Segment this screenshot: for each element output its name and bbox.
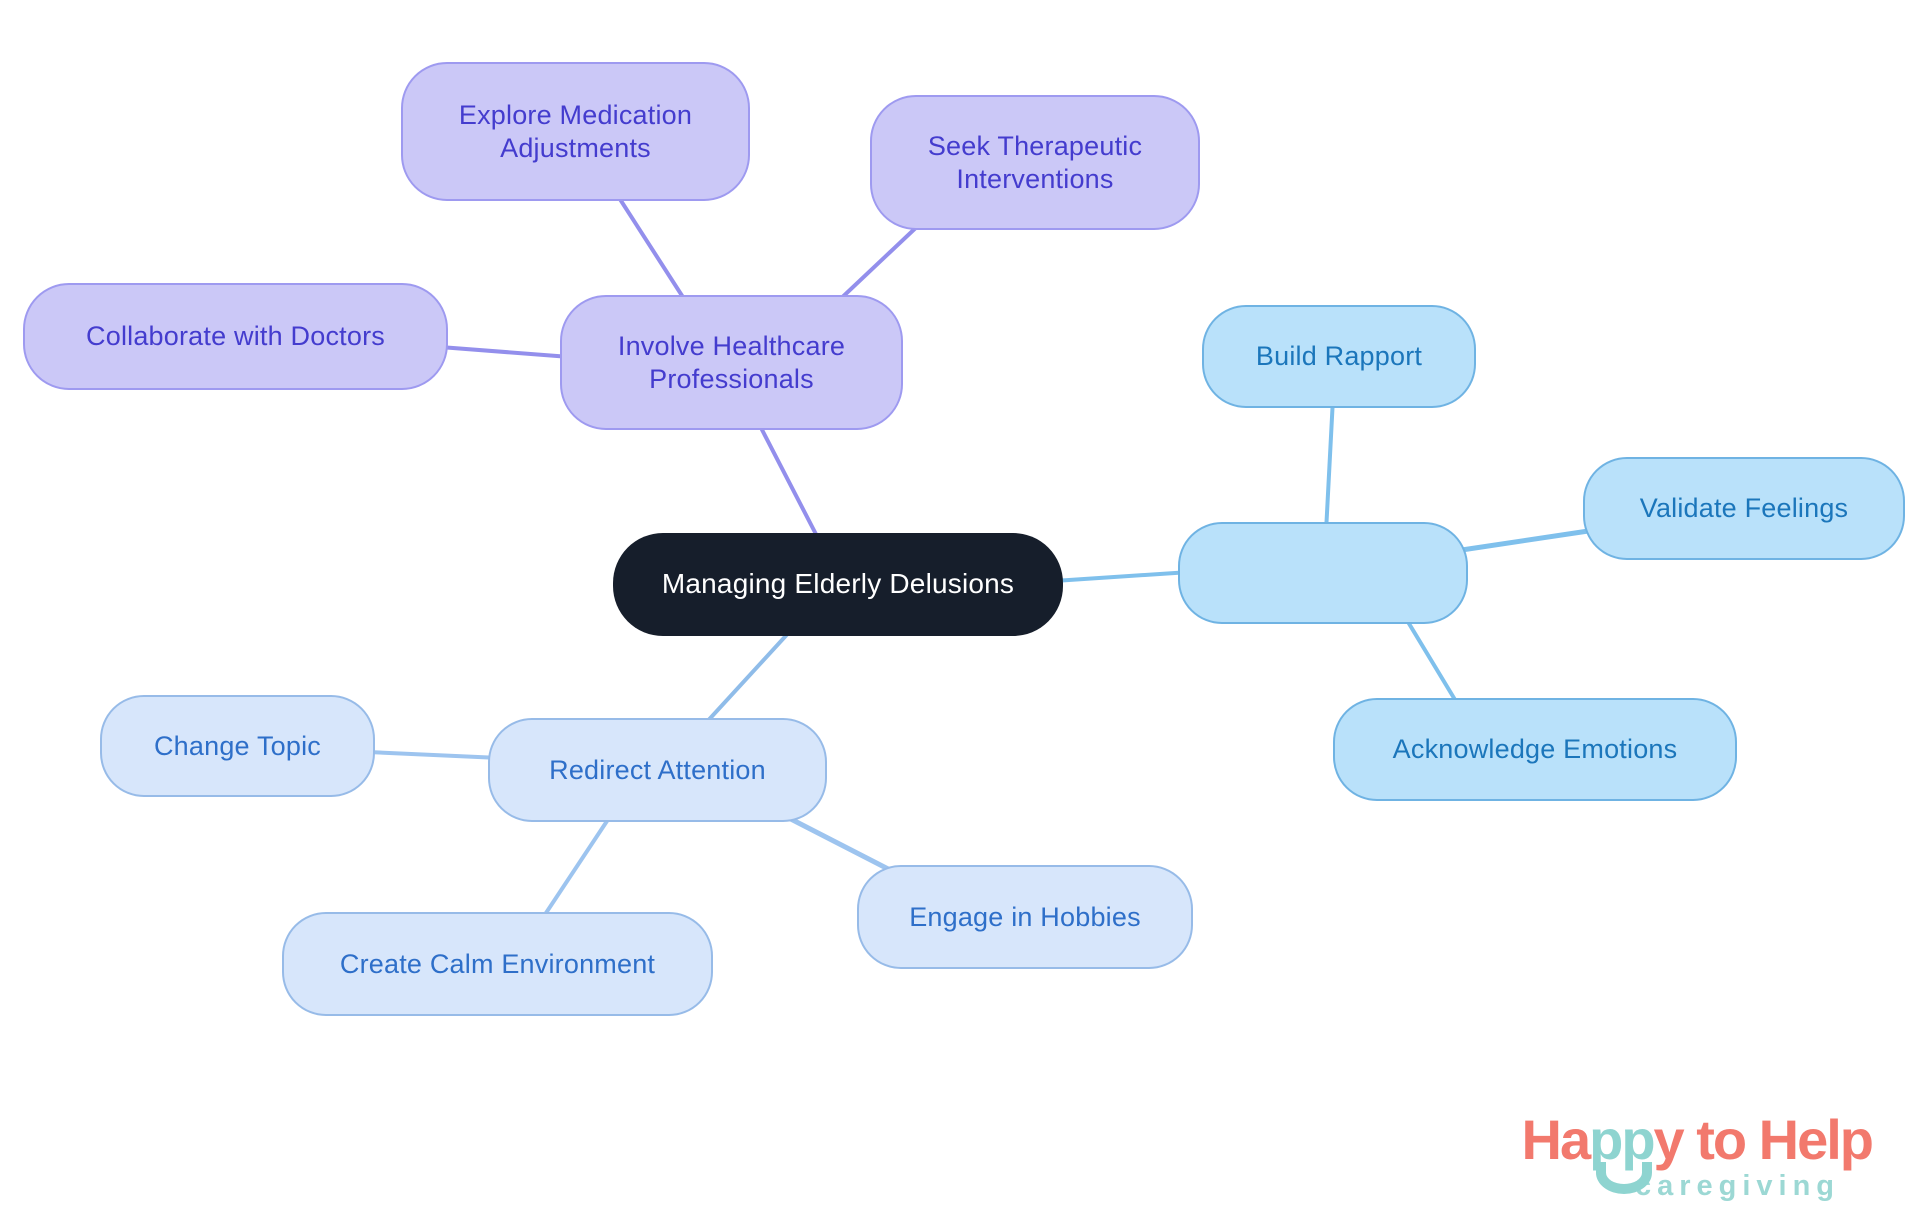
node-validate-feelings[interactable]: Validate Feelings bbox=[1583, 457, 1905, 560]
connector-redirect-calm bbox=[538, 810, 615, 924]
node-label: Seek Therapeutic Interventions bbox=[927, 130, 1143, 194]
connector-collaborate-involve bbox=[438, 345, 572, 359]
node-label: Create Calm Environment bbox=[339, 948, 656, 979]
node-engage-in-hobbies[interactable]: Engage in Hobbies bbox=[857, 865, 1193, 969]
node-collaborate-with-doctors[interactable]: Collaborate with Doctors bbox=[23, 283, 448, 390]
node-label: Managing Elderly Delusions bbox=[661, 568, 1015, 600]
node-label: Build Rapport bbox=[1255, 341, 1423, 372]
node-label: Redirect Attention bbox=[549, 754, 766, 785]
connector-central-redirect bbox=[702, 626, 795, 727]
connector-trust-acknowledge bbox=[1400, 610, 1462, 710]
connector-build-trust bbox=[1324, 396, 1335, 534]
connector-seek-involve bbox=[832, 220, 924, 307]
node-redirect-attention[interactable]: Redirect Attention bbox=[488, 718, 827, 822]
node-label: Engage in Hobbies bbox=[909, 901, 1141, 932]
node-label: Acknowledge Emotions bbox=[1392, 734, 1678, 765]
node-managing-elderly-delusions[interactable]: Managing Elderly Delusions bbox=[613, 533, 1063, 636]
connector-trust-validate bbox=[1452, 527, 1598, 554]
node-label: Collaborate with Doctors bbox=[86, 321, 385, 352]
node-label: Explore Medication Adjustments bbox=[458, 99, 693, 163]
logo-part-ha: Ha bbox=[1521, 1108, 1592, 1171]
smile-icon bbox=[1596, 1162, 1653, 1194]
node-build-rapport[interactable]: Build Rapport bbox=[1202, 305, 1476, 408]
node-establish-trust[interactable] bbox=[1178, 522, 1468, 624]
connector-change-redirect bbox=[366, 750, 502, 760]
logo-part-ytohelp: y to Help bbox=[1653, 1108, 1874, 1171]
node-change-topic[interactable]: Change Topic bbox=[100, 695, 375, 797]
logo-part-pp: pp bbox=[1589, 1112, 1656, 1194]
connector-central-trust bbox=[1052, 570, 1192, 583]
node-label: Change Topic bbox=[153, 730, 322, 761]
node-involve-healthcare-professionals[interactable]: Involve Healthcare Professionals bbox=[560, 295, 903, 430]
node-label: Validate Feelings bbox=[1639, 493, 1849, 524]
node-explore-medication-adjustments[interactable]: Explore Medication Adjustments bbox=[401, 62, 750, 201]
node-seek-therapeutic-interventions[interactable]: Seek Therapeutic Interventions bbox=[870, 95, 1200, 230]
node-label: Involve Healthcare Professionals bbox=[617, 330, 846, 394]
node-create-calm-environment[interactable]: Create Calm Environment bbox=[282, 912, 713, 1016]
node-acknowledge-emotions[interactable]: Acknowledge Emotions bbox=[1333, 698, 1737, 801]
connector-involve-central bbox=[756, 420, 822, 544]
logo-pp-text: pp bbox=[1589, 1108, 1655, 1171]
connector-redirect-hobbies bbox=[780, 812, 897, 875]
logo-tagline: caregiving bbox=[1634, 1170, 1840, 1202]
connector-explore-involve bbox=[614, 191, 690, 307]
